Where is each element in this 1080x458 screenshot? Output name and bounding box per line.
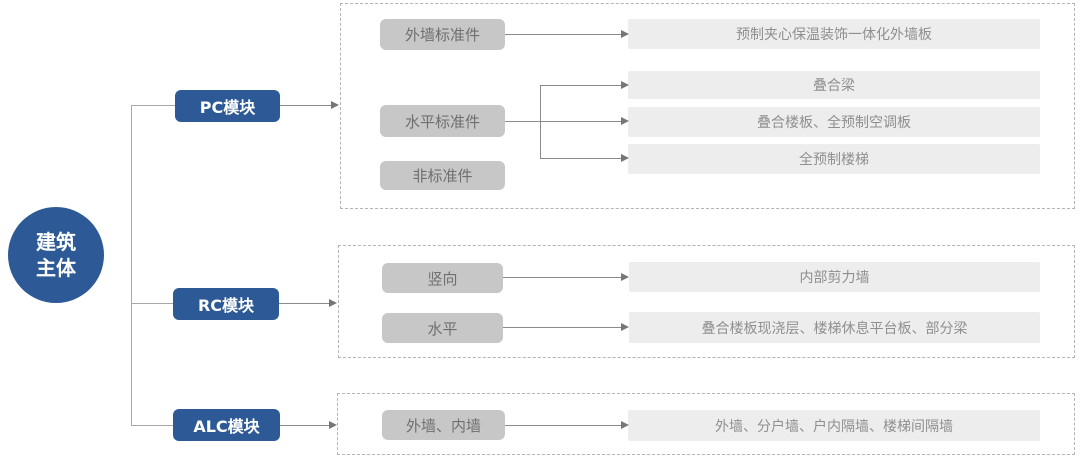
connector-line [280, 105, 331, 106]
arrowhead-icon [621, 421, 629, 429]
arrowhead-icon [329, 299, 337, 307]
category-node: 水平 [382, 313, 503, 343]
output-node: 叠合楼板现浇层、楼梯休息平台板、部分梁 [629, 312, 1040, 343]
arrowhead-icon [331, 101, 339, 109]
connector-line [505, 121, 621, 122]
root-node-building-body: 建筑 主体 [8, 207, 104, 303]
arrowhead-icon [621, 30, 629, 38]
connector-line [505, 425, 621, 426]
arrowhead-icon [621, 154, 629, 162]
output-node: 全预制楼梯 [628, 144, 1040, 174]
connector-line [540, 85, 541, 158]
module-node-rc: RC模块 [173, 288, 279, 320]
connector-line [540, 158, 621, 159]
category-node: 竖向 [382, 263, 503, 293]
output-node: 预制夹心保温装饰一体化外墙板 [628, 19, 1040, 49]
category-node: 外墙、内墙 [382, 410, 505, 440]
output-node: 叠合楼板、全预制空调板 [628, 107, 1040, 137]
module-label: RC模块 [197, 296, 255, 315]
arrowhead-icon [621, 323, 629, 331]
category-node: 外墙标准件 [380, 19, 505, 50]
connector-line [279, 303, 329, 304]
connector-line [505, 34, 621, 35]
category-node: 水平标准件 [380, 105, 505, 137]
group-frame-rc [338, 245, 1075, 358]
output-label: 预制夹心保温装饰一体化外墙板 [736, 27, 932, 43]
output-label: 叠合梁 [813, 78, 855, 94]
output-node: 内部剪力墙 [629, 262, 1040, 292]
connector-line [131, 425, 173, 426]
output-label: 叠合楼板现浇层、楼梯休息平台板、部分梁 [701, 320, 968, 337]
output-node: 叠合梁 [628, 71, 1040, 99]
connector-line [131, 303, 173, 304]
module-node-pc: PC模块 [175, 90, 280, 122]
arrowhead-icon [621, 117, 629, 125]
connector-line [131, 105, 132, 425]
module-label: ALC模块 [193, 417, 260, 436]
group-frame-pc [340, 3, 1075, 209]
arrowhead-icon [621, 273, 629, 281]
output-node: 外墙、分户墙、户内隔墙、楼梯间隔墙 [628, 410, 1040, 441]
connector-line [280, 425, 329, 426]
arrowhead-icon [329, 421, 337, 429]
module-node-alc: ALC模块 [173, 409, 280, 441]
connector-line [503, 327, 621, 328]
connector-line [131, 105, 176, 106]
output-label: 叠合楼板、全预制空调板 [757, 115, 911, 131]
root-node-label: 建筑 主体 [36, 230, 76, 280]
category-label: 非标准件 [412, 167, 473, 185]
output-label: 内部剪力墙 [799, 270, 870, 286]
category-label: 竖向 [427, 269, 458, 288]
connector-line [540, 85, 621, 86]
module-label: PC模块 [199, 98, 256, 117]
category-node: 非标准件 [380, 161, 505, 190]
connector-line [503, 277, 621, 278]
output-label: 外墙、分户墙、户内隔墙、楼梯间隔墙 [715, 418, 953, 435]
category-label: 水平 [427, 319, 458, 338]
category-label: 外墙标准件 [404, 26, 480, 44]
category-label: 外墙、内墙 [405, 416, 481, 435]
category-label: 水平标准件 [404, 112, 480, 131]
output-label: 全预制楼梯 [799, 152, 869, 168]
group-frame-alc [337, 393, 1075, 455]
arrowhead-icon [621, 81, 629, 89]
